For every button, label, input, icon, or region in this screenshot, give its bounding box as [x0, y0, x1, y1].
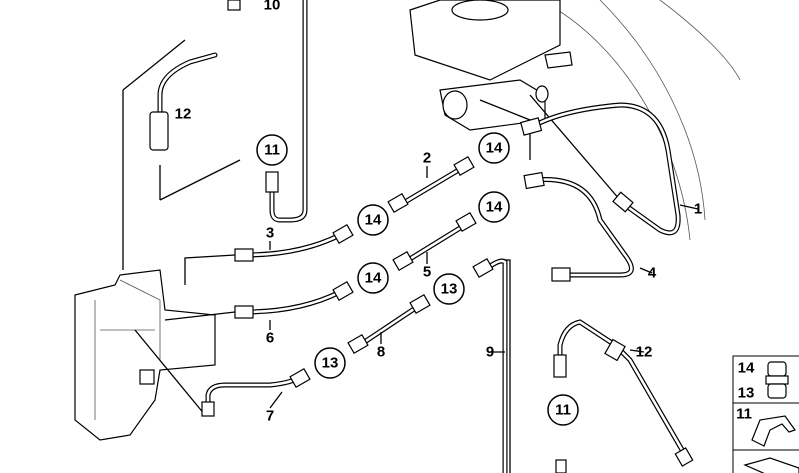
pipe-clip-icon: [751, 415, 796, 447]
abs-hydraulic-unit: [74, 269, 216, 441]
callout-8: 8: [377, 344, 385, 361]
callout-12-right: 12: [636, 344, 653, 361]
callout-2: 2: [423, 150, 431, 167]
legend-11: 11: [736, 406, 752, 423]
callout-11-top: 11: [264, 142, 280, 159]
callout-14-a: 14: [365, 212, 382, 229]
callout-10: 10: [264, 0, 281, 14]
callout-labels: 10 12 11 3 14 2 14 14 5 14 13 6 13 8 9 7…: [175, 0, 703, 425]
callout-9: 9: [486, 344, 494, 361]
callout-6: 6: [266, 330, 274, 347]
parts-legend: 14 13 11: [732, 355, 799, 473]
callout-12-left: 12: [175, 106, 192, 123]
callout-14-b: 14: [486, 140, 503, 157]
callout-7: 7: [266, 408, 274, 425]
callout-14-c: 14: [486, 199, 503, 216]
legend-14: 14: [738, 360, 755, 377]
callout-1: 1: [694, 201, 702, 218]
fitting-nut-icon: [765, 361, 789, 399]
callout-4: 4: [648, 265, 657, 282]
callout-circles: [256, 132, 579, 426]
callout-11-bottom: 11: [555, 402, 571, 419]
callout-14-d: 14: [365, 270, 382, 287]
callout-13-a: 13: [441, 281, 458, 298]
callout-13-b: 13: [322, 355, 339, 372]
arrow-icon: [743, 457, 799, 473]
legend-13: 13: [738, 385, 755, 402]
brake-pipes: [157, 0, 688, 473]
master-cylinder-booster: [409, 0, 741, 241]
callout-5: 5: [423, 264, 431, 281]
callout-3: 3: [266, 225, 274, 242]
pipe-fittings: [149, 0, 694, 473]
